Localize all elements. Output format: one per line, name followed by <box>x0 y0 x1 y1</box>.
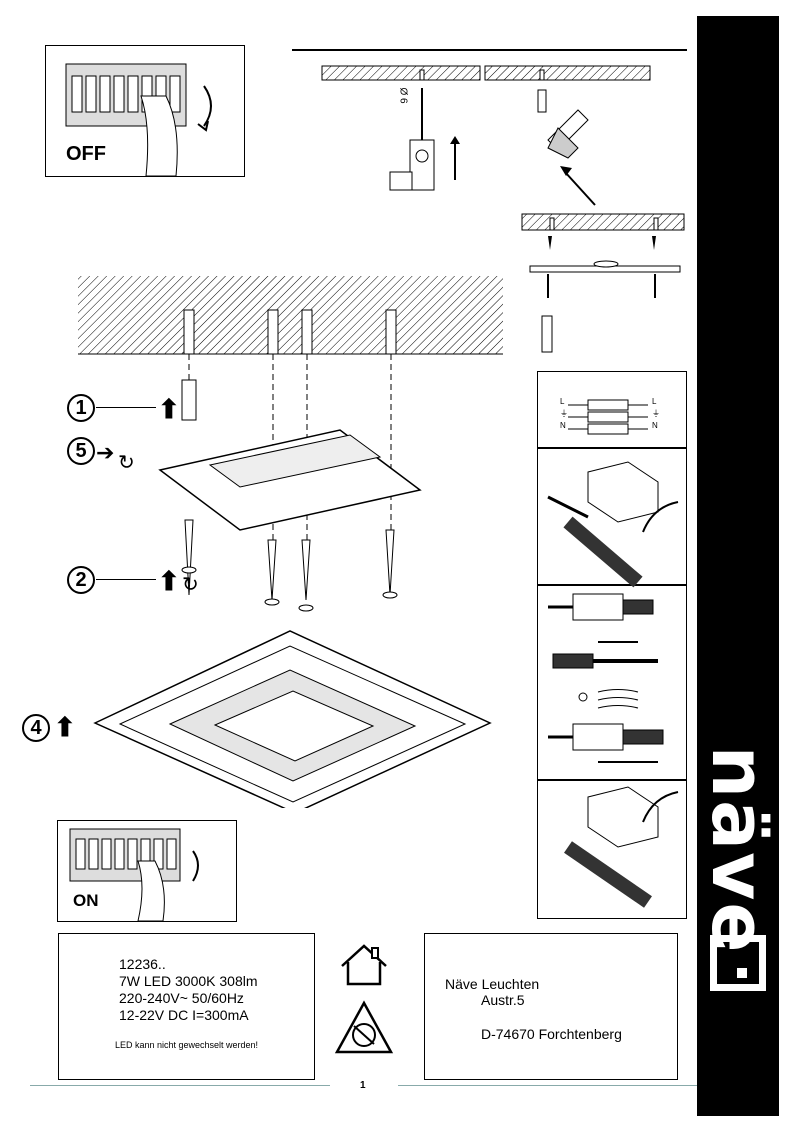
no-led-replacement-icon <box>334 1000 394 1054</box>
spec-voltage: 220-240V~ 50/60Hz <box>119 990 244 1006</box>
mounting-bracket-side-diagram <box>521 213 685 353</box>
spec-box: 12236.. 7W LED 3000K 308lm 220-240V~ 50/… <box>58 933 315 1080</box>
led-panel-diagram <box>93 630 492 808</box>
terminal-label-l: L <box>560 397 565 406</box>
bracket-assembly-diagram <box>78 276 503 612</box>
address-box: Näve Leuchten Austr.5 D-74670 Forchtenbe… <box>424 933 678 1080</box>
company-name: Näve Leuchten <box>445 976 540 992</box>
up-arrow-icon: ⬆ <box>158 394 180 424</box>
divider-line <box>538 447 686 449</box>
drill-size-label: Ø 6 <box>397 87 409 104</box>
spec-note: LED kann nicht gewechselt werden! <box>114 1040 259 1050</box>
step-1-leader <box>96 407 156 408</box>
spec-lines: 12236.. 7W LED 3000K 308lm 220-240V~ 50/… <box>119 956 258 1024</box>
page-number: 1 <box>360 1080 366 1091</box>
footer-line-left <box>30 1085 330 1086</box>
divider-line <box>538 584 686 586</box>
drill-ceiling-diagram <box>321 65 651 206</box>
up-arrow-icon: ⬆ <box>158 566 180 596</box>
switch-on-label: ON <box>73 891 99 910</box>
spec-power: 7W LED 3000K 308lm <box>119 973 258 989</box>
terminal-label-n: N <box>652 421 658 430</box>
terminal-label-n: N <box>560 421 566 430</box>
wiring-steps-column: L ⏚ N L ⏚ N <box>537 371 687 919</box>
brand-logo-icon <box>710 935 766 991</box>
circuit-breaker-on-icon <box>69 828 199 922</box>
switch-off-label: OFF <box>66 143 106 165</box>
switch-on-panel: ON <box>57 820 237 922</box>
brand-name: näve <box>695 745 781 955</box>
switch-off-panel: OFF <box>45 45 245 177</box>
rotate-icon: ↻ <box>182 574 199 596</box>
company-street: Austr.5 <box>481 992 525 1008</box>
divider-line <box>538 779 686 781</box>
up-arrow-icon: ⬆ <box>54 712 76 742</box>
terminal-label-earth: ⏚ <box>652 409 660 418</box>
terminal-label-l: L <box>652 397 657 406</box>
company-city: D-74670 Forchtenberg <box>481 1026 622 1042</box>
spec-article: 12236.. <box>119 956 166 972</box>
wiring-diagrams <box>547 399 679 908</box>
step-2-marker: 2 <box>67 566 95 594</box>
divider-line <box>292 49 687 51</box>
terminal-label-earth: ⏚ <box>560 409 568 418</box>
step-2-leader <box>96 579 156 580</box>
footer-line-right <box>398 1085 697 1086</box>
brand-sidebar <box>697 16 779 1116</box>
indoor-use-house-icon <box>341 944 387 986</box>
step-5-marker: 5 <box>67 437 95 465</box>
step-4-marker: 4 <box>22 714 50 742</box>
terminal-labels-left: L ⏚ N <box>560 396 568 432</box>
rotate-icon: ↻ <box>118 452 135 474</box>
right-arrow-icon: ➔ <box>96 440 115 465</box>
spec-driver: 12-22V DC I=300mA <box>119 1007 249 1023</box>
step-1-marker: 1 <box>67 394 95 422</box>
terminal-labels-right: L ⏚ N <box>652 396 660 432</box>
